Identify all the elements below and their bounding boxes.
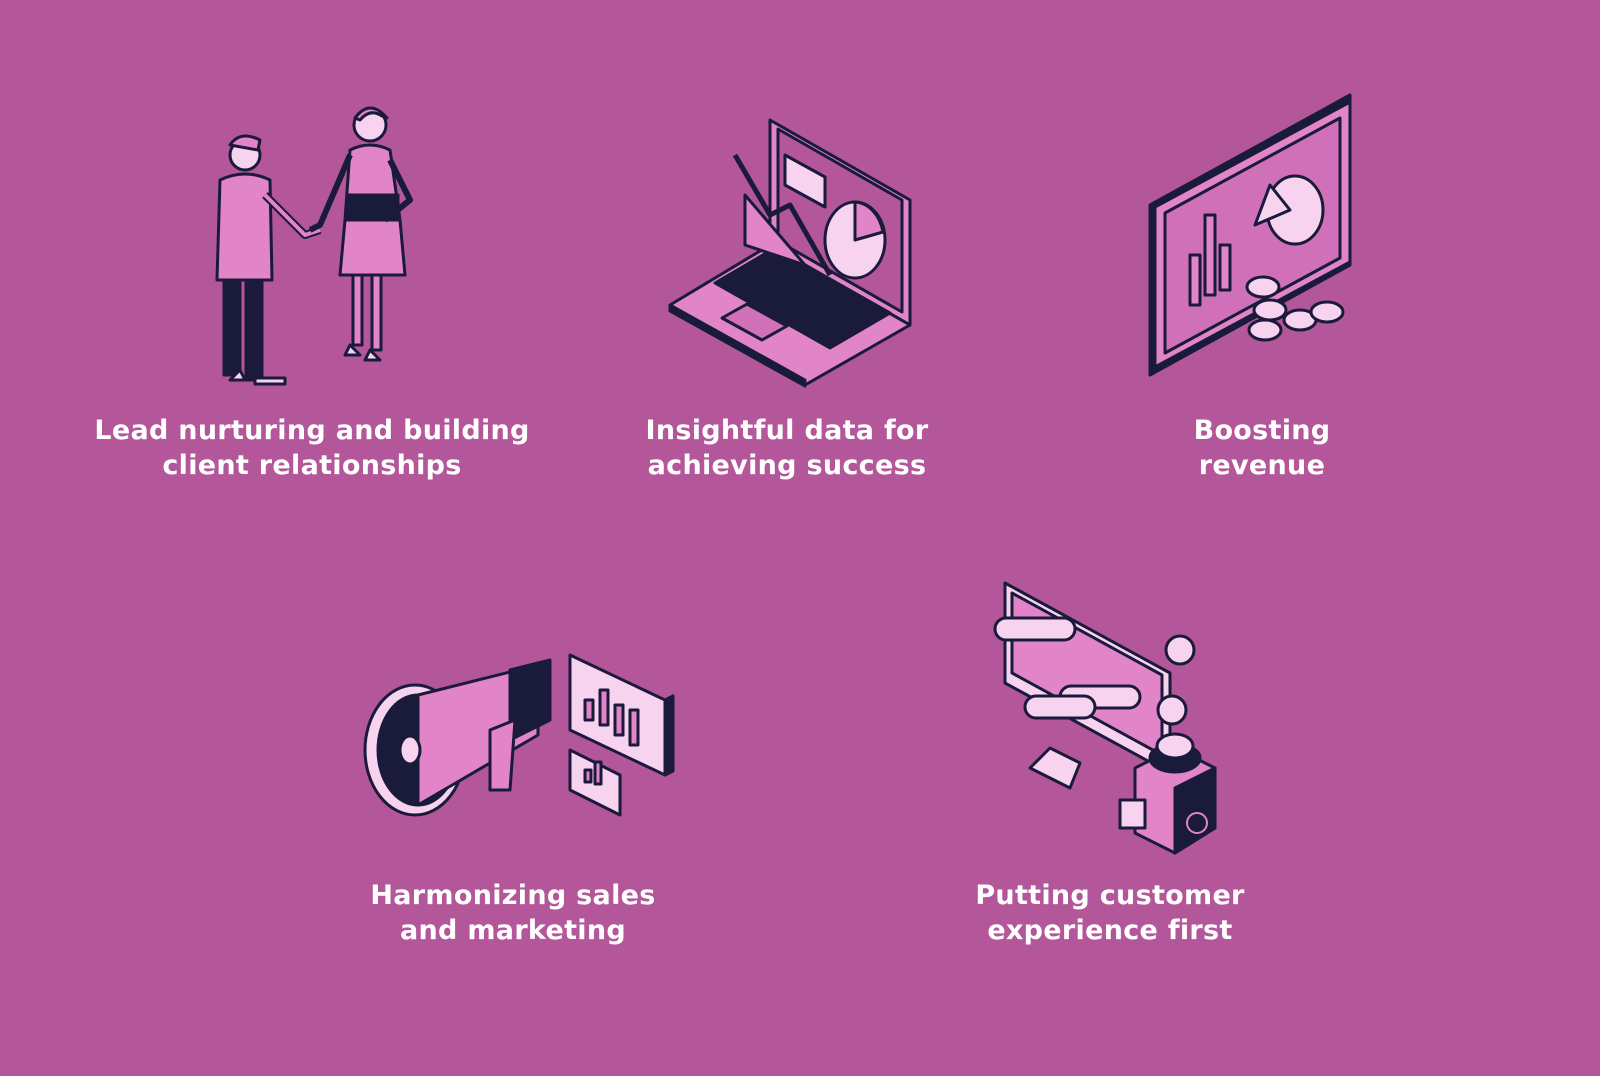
caption-line: Boosting (1193, 415, 1331, 446)
monitor-reviews-moneybox-icon (993, 581, 1217, 855)
caption-boosting-revenue: Boosting revenue (1002, 413, 1522, 483)
caption-line: Lead nurturing and building (94, 415, 530, 446)
megaphone-charts-icon (363, 653, 675, 817)
caption-line: revenue (1198, 450, 1326, 481)
caption-lead-nurturing: Lead nurturing and building client relat… (52, 413, 572, 483)
caption-line: Putting customer (975, 880, 1245, 911)
caption-line: and marketing (400, 915, 626, 946)
caption-line: achieving success (647, 450, 927, 481)
caption-line: client relationships (162, 450, 462, 481)
caption-line: Harmonizing sales (370, 880, 656, 911)
caption-harmonizing-sales: Harmonizing sales and marketing (253, 878, 773, 948)
caption-line: experience first (987, 915, 1233, 946)
laptop-analytics-icon (668, 118, 912, 388)
caption-insightful-data: Insightful data for achieving success (527, 413, 1047, 483)
caption-line: Insightful data for (645, 415, 929, 446)
handshake-people-icon (215, 106, 413, 386)
caption-customer-experience: Putting customer experience first (850, 878, 1370, 948)
monitor-revenue-coins-icon (1148, 93, 1352, 377)
